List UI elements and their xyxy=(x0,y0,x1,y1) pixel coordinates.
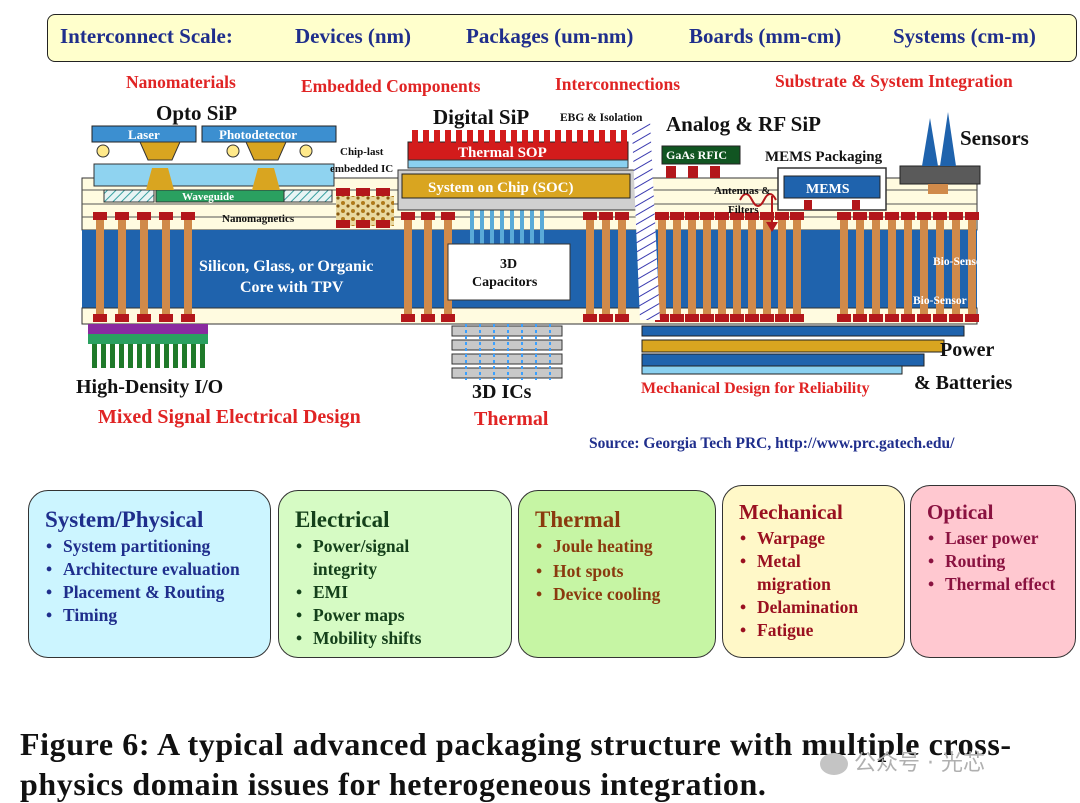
domain-item: Warpage xyxy=(739,527,904,550)
3d-capacitors xyxy=(447,243,571,301)
antenna-coil xyxy=(739,193,777,207)
domain-item: Architecture evaluation xyxy=(45,558,270,581)
soc-chip xyxy=(401,173,631,199)
label-antennas-1: Antennas & xyxy=(714,185,771,197)
domain-title: Electrical xyxy=(295,507,390,532)
watermark: 公众号 · 光芯 xyxy=(820,745,985,777)
label-core-1: Silicon, Glass, or Organic xyxy=(199,258,373,275)
scale-packages: Packages (um-nm) xyxy=(466,24,634,48)
label-mems: MEMS xyxy=(806,182,850,197)
domain-item: Power/signal integrity xyxy=(295,535,445,581)
label-bio-sensor-2: Bio-Sensor xyxy=(913,295,967,307)
label-ebg-isolation: EBG & Isolation xyxy=(560,112,643,124)
domain-item: Routing xyxy=(927,550,1075,573)
domain-title: Thermal xyxy=(535,507,621,532)
through-package-vias xyxy=(93,206,979,322)
domain-item: Joule heating xyxy=(535,535,715,558)
analog-rf-sip xyxy=(661,145,778,232)
label-digital-sip: Digital SiP xyxy=(433,105,529,129)
label-mechanical-design: Mechanical Design for Reliability xyxy=(641,380,870,397)
label-soc: System on Chip (SOC) xyxy=(428,180,573,196)
label-3d-capacitors-2: Capacitors xyxy=(472,275,538,290)
watermark-text: 公众号 · 光芯 xyxy=(854,751,985,776)
high-density-io xyxy=(88,324,208,368)
label-sensors: Sensors xyxy=(960,126,1029,150)
label-embedded-components: Embedded Components xyxy=(301,76,481,96)
opto-sip xyxy=(91,125,337,203)
digital-sip xyxy=(397,130,637,211)
label-chip-last-1: Chip-last xyxy=(340,146,384,158)
domain-item: Fatigue xyxy=(739,619,904,642)
domain-item: Delamination xyxy=(739,596,904,619)
wechat-icon xyxy=(820,753,848,775)
label-nanomaterials: Nanomaterials xyxy=(126,72,236,92)
domain-title: Optical xyxy=(927,500,994,524)
label-bio-sensor-1: Bio-Sensor xyxy=(933,256,987,268)
label-core-2: Core with TPV xyxy=(240,279,344,296)
domain-electrical: Electrical Power/signal integrity EMI Po… xyxy=(278,490,512,658)
domain-thermal: Thermal Joule heating Hot spots Device c… xyxy=(518,490,716,658)
power-batteries xyxy=(641,325,965,375)
package-cross-section: Nanomaterials Embedded Components Interc… xyxy=(76,71,1029,452)
label-gaas-rfic: GaAs RFIC xyxy=(666,148,727,162)
scale-boards: Boards (mm-cm) xyxy=(689,24,842,48)
label-antennas-2: Filters xyxy=(728,204,759,216)
domain-item: Laser power xyxy=(927,527,1075,550)
domain-item: Mobility shifts xyxy=(295,627,511,650)
label-mems-packaging: MEMS Packaging xyxy=(765,149,883,165)
domain-item: Power maps xyxy=(295,604,511,627)
label-high-density-io: High-Density I/O xyxy=(76,376,223,398)
label-source: Source: Georgia Tech PRC, http://www.prc… xyxy=(589,435,955,452)
domain-title: Mechanical xyxy=(739,500,843,524)
label-waveguide: Waveguide xyxy=(182,191,234,203)
figure-caption: Figure 6: A typical advanced packaging s… xyxy=(20,726,1012,802)
label-thermal: Thermal xyxy=(474,408,549,430)
gaas-rfic xyxy=(661,145,741,165)
label-mixed-signal: Mixed Signal Electrical Design xyxy=(98,406,361,428)
label-thermal-sop: Thermal SOP xyxy=(458,145,547,161)
domain-item: Device cooling xyxy=(535,583,715,606)
label-3d-ics: 3D ICs xyxy=(472,381,532,403)
domain-item: Placement & Routing xyxy=(45,581,270,604)
domain-item: EMI xyxy=(295,581,511,604)
3d-ic-stack xyxy=(451,324,563,380)
interconnect-scale-bar: Interconnect Scale: Devices (nm) Package… xyxy=(47,14,1077,62)
mems-device xyxy=(783,175,881,199)
label-3d-capacitors-1: 3D xyxy=(500,257,517,272)
mems-package xyxy=(777,167,887,211)
domain-mechanical: Mechanical Warpage Metal migration Delam… xyxy=(722,485,905,658)
domain-item: Metal migration xyxy=(739,550,849,596)
label-opto-sip: Opto SiP xyxy=(156,101,237,125)
domain-item: Timing xyxy=(45,604,270,627)
scale-systems: Systems (cm-m) xyxy=(893,24,1036,48)
domain-item: Thermal effect xyxy=(927,573,1075,596)
chip-last-embedded-ic xyxy=(336,188,390,228)
label-chip-last-2: embedded IC xyxy=(330,163,393,175)
label-batteries: & Batteries xyxy=(914,372,1013,394)
label-substrate-integration: Substrate & System Integration xyxy=(775,71,1013,91)
scale-title: Interconnect Scale: xyxy=(60,24,233,48)
label-photodetector: Photodetector xyxy=(219,127,297,142)
domain-item: Hot spots xyxy=(535,560,715,583)
domain-optical: Optical Laser power Routing Thermal effe… xyxy=(910,485,1076,658)
scale-devices: Devices (nm) xyxy=(295,24,412,48)
sensor-package xyxy=(899,112,981,194)
ebg-isolation xyxy=(632,120,660,320)
label-laser: Laser xyxy=(128,127,160,142)
domain-title: System/Physical xyxy=(45,507,204,532)
label-interconnections: Interconnections xyxy=(555,74,680,94)
label-nanomagnetics: Nanomagnetics xyxy=(222,213,295,225)
domain-system-physical: System/Physical System partitioning Arch… xyxy=(28,490,271,658)
label-power: Power xyxy=(940,339,995,361)
domain-item: System partitioning xyxy=(45,535,270,558)
label-analog-rf-sip: Analog & RF SiP xyxy=(666,112,821,136)
